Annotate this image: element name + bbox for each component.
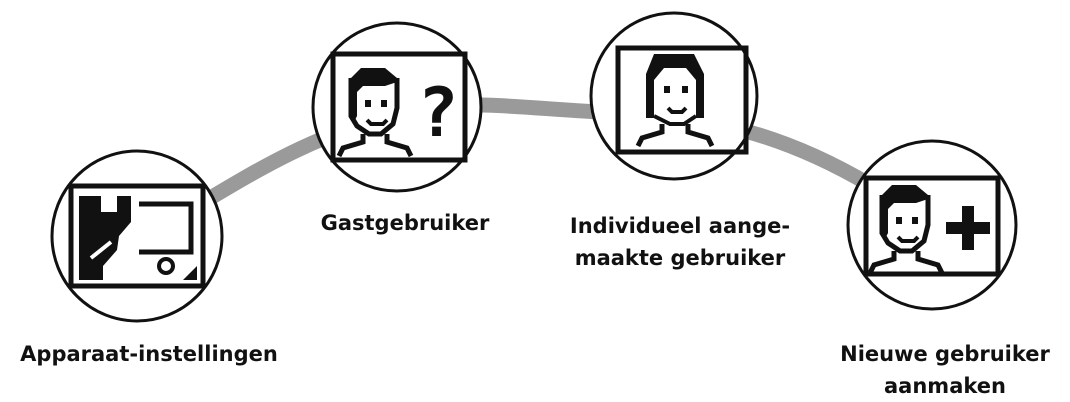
node-new-user[interactable]	[846, 139, 1018, 311]
label-device-settings: Apparaat-instellingen	[4, 338, 294, 370]
node-guest-user[interactable]: ?	[311, 21, 483, 193]
label-new-user: Nieuwe gebruiker aanmaken	[830, 338, 1060, 402]
label-line: Nieuwe gebruiker	[840, 342, 1050, 366]
label-individual-user: Individueel aange- maakte gebruiker	[560, 210, 800, 274]
label-line: Gastgebruiker	[320, 211, 490, 235]
svg-text:?: ?	[418, 74, 459, 153]
label-line: Individueel aange-	[569, 214, 791, 238]
add-user-icon	[863, 175, 1001, 277]
label-line: maakte gebruiker	[574, 246, 786, 270]
guest-user-question-icon: ?	[330, 51, 468, 163]
label-guest-user: Gastgebruiker	[310, 207, 500, 239]
individual-user-icon	[615, 45, 749, 155]
connector-arc	[166, 97, 874, 229]
node-individual-user[interactable]	[589, 11, 759, 181]
wrench-settings-icon	[68, 183, 206, 289]
label-line: Apparaat-instellingen	[20, 342, 278, 366]
label-line: aanmaken	[884, 374, 1006, 398]
node-device-settings[interactable]	[50, 149, 224, 323]
